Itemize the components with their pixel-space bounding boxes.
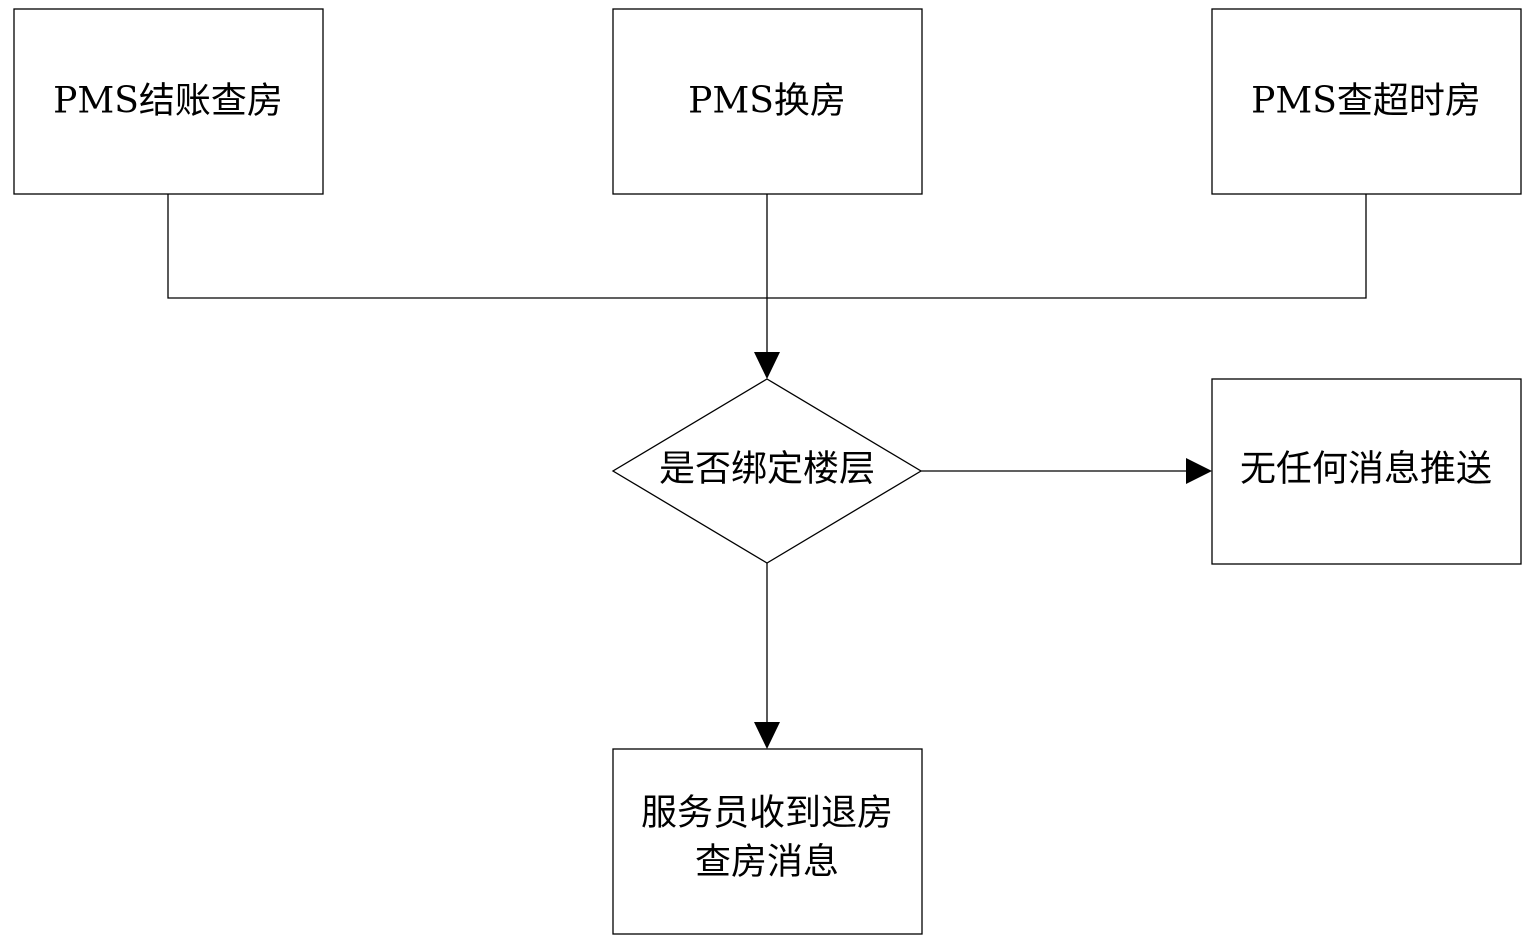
- node-overtime-check-box: [1211, 8, 1522, 195]
- node-attendant-received: 服务员收到退房 查房消息: [612, 748, 923, 935]
- node-room-change-label: PMS换房: [688, 81, 846, 122]
- node-checkout-inspect-box: [13, 8, 324, 195]
- node-attendant-received-label-line1: 服务员收到退房: [641, 793, 893, 834]
- node-room-change: PMS换房: [612, 8, 923, 195]
- node-attendant-received-label-line2: 查房消息: [695, 842, 839, 883]
- node-attendant-received-box: [612, 748, 923, 935]
- node-overtime-check-label: PMS查超时房: [1251, 81, 1481, 122]
- node-room-change-box: [612, 8, 923, 195]
- edge-checkout-to-merge: [167, 194, 767, 299]
- node-floor-bound-decision: 是否绑定楼层: [611, 378, 923, 564]
- node-overtime-check: PMS查超时房: [1211, 8, 1522, 195]
- node-no-push-label: 无任何消息推送: [1240, 449, 1492, 490]
- node-no-push-box: [1211, 378, 1522, 565]
- arrowhead-into-decision: [754, 352, 780, 379]
- node-checkout-inspect: PMS结账查房: [13, 8, 324, 195]
- arrowhead-into-attendant: [754, 722, 780, 749]
- edge-overtime-to-merge: [767, 194, 1367, 299]
- arrowhead-into-no-push: [1186, 458, 1212, 484]
- node-no-push: 无任何消息推送: [1211, 378, 1522, 565]
- node-checkout-inspect-label: PMS结账查房: [53, 81, 283, 122]
- decision-label: 是否绑定楼层: [659, 449, 875, 490]
